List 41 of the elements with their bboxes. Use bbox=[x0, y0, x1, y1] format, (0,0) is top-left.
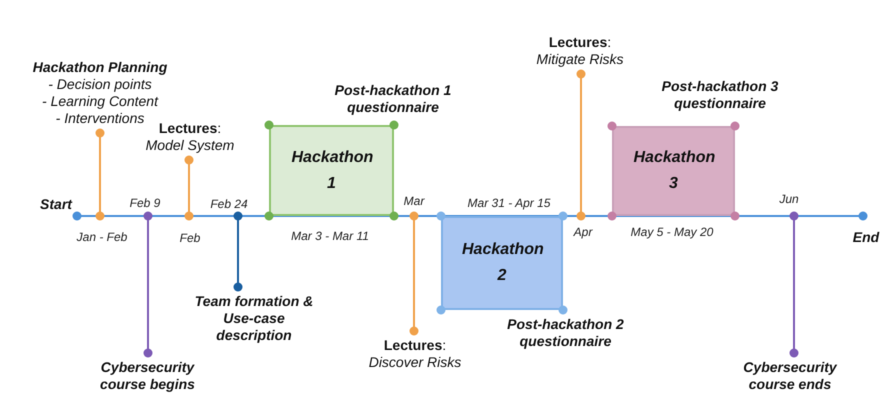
timeline-stem bbox=[144, 212, 152, 358]
timeline-stem bbox=[790, 212, 798, 358]
event-label: Cybersecurity course begins bbox=[99, 359, 196, 393]
box-title: Hackathon 3 bbox=[634, 148, 714, 194]
event-label: Cybersecurity course ends bbox=[742, 359, 838, 393]
date-label: Apr bbox=[574, 225, 592, 239]
date-label: Mar 31 - Apr 15 bbox=[468, 196, 550, 210]
planning-item: - Learning Content bbox=[42, 93, 158, 110]
date-label: Jan - Feb bbox=[76, 230, 128, 244]
planning-item: - Decision points bbox=[48, 76, 152, 93]
event-label: Post-hackathon 3 questionnaire bbox=[660, 78, 780, 112]
lecture-heading: Lectures: bbox=[548, 34, 612, 51]
date-label: Mar 3 - Mar 11 bbox=[291, 229, 369, 243]
lecture-topic: Model System bbox=[146, 137, 234, 154]
timeline-stem bbox=[576, 70, 586, 220]
hackathon-box bbox=[269, 125, 394, 216]
box-title: Hackathon 2 bbox=[462, 240, 542, 286]
timeline-stem bbox=[410, 212, 418, 336]
lecture-topic: Discover Risks bbox=[368, 354, 462, 371]
timeline-stem bbox=[184, 156, 194, 220]
date-label: Feb bbox=[180, 231, 200, 245]
lecture-heading: Lectures: bbox=[158, 120, 222, 137]
box-title: Hackathon 1 bbox=[292, 148, 372, 194]
date-label: Jun bbox=[779, 192, 799, 206]
event-label: Post-hackathon 1 questionnaire bbox=[334, 82, 452, 116]
planning-heading: Hackathon Planning bbox=[32, 59, 168, 76]
timeline-end-label: End bbox=[852, 229, 880, 245]
date-label: May 5 - May 20 bbox=[630, 225, 714, 239]
date-label: Feb 9 bbox=[130, 196, 160, 210]
date-label: Feb 24 bbox=[210, 197, 248, 211]
event-label: Team formation & Use-case description bbox=[194, 293, 314, 344]
timeline-end-label: Start bbox=[40, 196, 72, 212]
hackathon-box bbox=[441, 216, 563, 310]
planning-item: - Interventions bbox=[56, 110, 144, 127]
timeline-stem bbox=[234, 212, 242, 292]
lecture-heading: Lectures: bbox=[384, 337, 446, 354]
lecture-topic: Mitigate Risks bbox=[536, 51, 624, 68]
timeline-stem bbox=[96, 128, 104, 220]
event-label: Post-hackathon 2 questionnaire bbox=[506, 316, 625, 350]
date-label: Mar bbox=[404, 194, 424, 208]
hackathon-box bbox=[612, 126, 735, 216]
